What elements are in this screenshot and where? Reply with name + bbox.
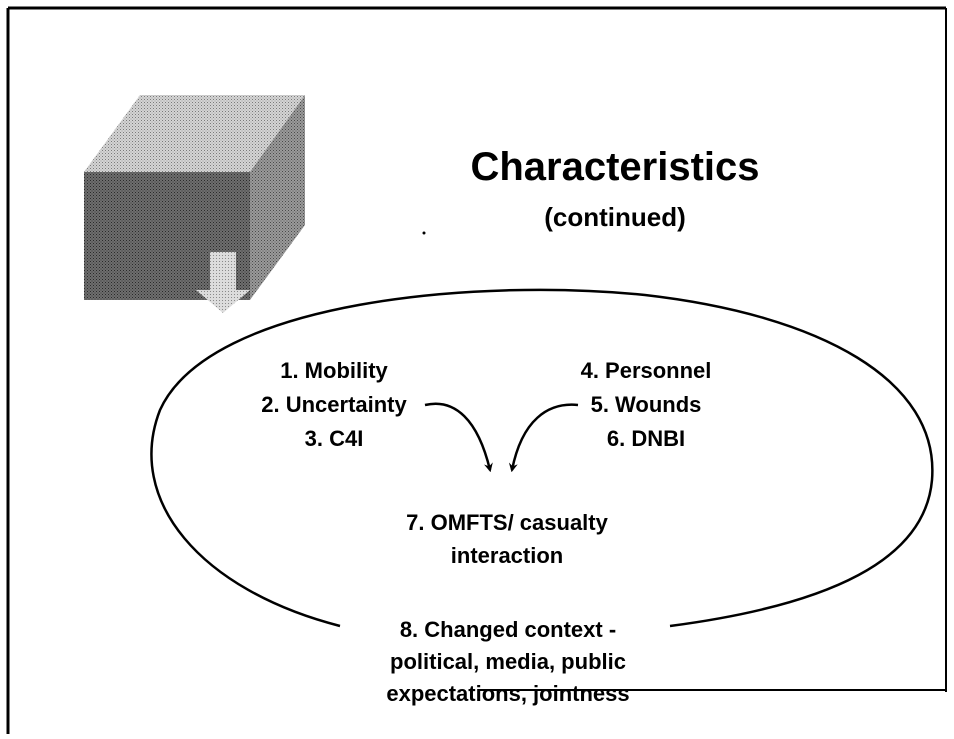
left-converge-arrow [424,402,493,473]
right-converge-arrow [508,403,579,473]
characteristics-ellipse [150,288,934,628]
factor-mobility: 1. Mobility [280,358,388,383]
factor-dnbi: 6. DNBI [607,426,685,451]
factor-omfts-line1: 7. OMFTS/ casualty [406,510,608,535]
center-factor: 7. OMFTS/ casualty interaction [406,510,608,568]
factor-omfts-line2: interaction [451,543,563,568]
factor-context-line3: expectations, jointness [386,681,629,706]
stray-dot [422,231,426,235]
right-factor-list: 4. Personnel 5. Wounds 6. DNBI [581,358,712,451]
block-logo-icon [84,95,305,313]
factor-context-line2: political, media, public [390,649,626,674]
slide-title: Characteristics [470,145,759,189]
bottom-factor: 8. Changed context - political, media, p… [386,617,629,706]
slide-frame [6,6,947,734]
left-factor-list: 1. Mobility 2. Uncertainty 3. C4I [261,358,407,451]
down-arrow-icon [196,252,250,313]
factor-personnel: 4. Personnel [581,358,712,383]
factor-c4i: 3. C4I [305,426,364,451]
factor-context-line1: 8. Changed context - [400,617,616,642]
slide-subtitle: (continued) [544,202,686,232]
factor-wounds: 5. Wounds [591,392,702,417]
factor-uncertainty: 2. Uncertainty [261,392,407,417]
